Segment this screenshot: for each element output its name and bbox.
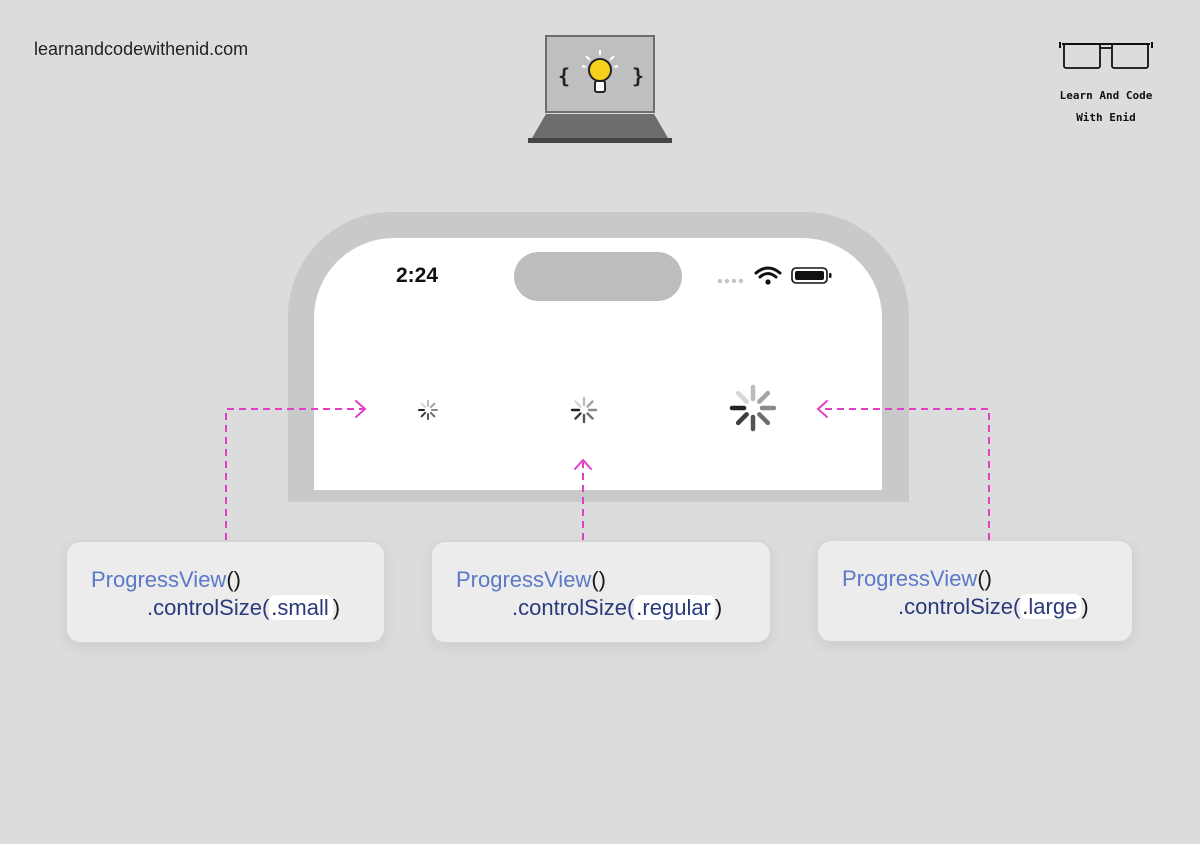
- code-method: .controlSize(: [898, 594, 1021, 619]
- code-dot: .: [636, 595, 643, 620]
- arrow-small: [225, 400, 367, 540]
- arrow-large: [816, 400, 990, 540]
- svg-text:{: {: [558, 64, 570, 88]
- code-card-large: ProgressView() .controlSize(.large): [817, 540, 1133, 642]
- code-parens: (): [977, 566, 992, 591]
- code-arg: small: [277, 595, 329, 620]
- wifi-icon: [754, 266, 782, 285]
- code-card-small: ProgressView() .controlSize(.small): [66, 541, 385, 643]
- code-dot: .: [1022, 594, 1029, 619]
- spinner-large: [727, 382, 779, 439]
- glasses-icon: [1059, 42, 1153, 69]
- code-call: ProgressView: [842, 566, 978, 591]
- brand-logo: Learn And Code With Enid: [1048, 36, 1164, 129]
- code-method: .controlSize(: [147, 595, 270, 620]
- code-parens: (): [226, 567, 241, 592]
- code-arg: regular: [642, 595, 711, 620]
- code-close: ): [714, 595, 723, 620]
- brand-line-1: Learn And Code: [1059, 89, 1153, 102]
- spinner-regular: [569, 395, 599, 430]
- spinner-small: [416, 398, 440, 427]
- dynamic-island: [514, 252, 682, 301]
- brand-line-2: With Enid: [1076, 111, 1136, 124]
- status-time: 2:24: [396, 264, 439, 287]
- laptop-icon: { }: [526, 34, 676, 151]
- code-call: ProgressView: [456, 567, 592, 592]
- code-close: ): [1081, 594, 1089, 619]
- status-bar-icons: [716, 264, 836, 293]
- signal-icon: [717, 278, 744, 284]
- phone-screen: 2:24: [314, 238, 882, 490]
- code-close: ): [332, 595, 341, 620]
- battery-icon: [791, 267, 832, 284]
- code-card-regular: ProgressView() .controlSize(.regular): [431, 541, 771, 643]
- code-parens: (): [591, 567, 606, 592]
- svg-text:}: }: [632, 64, 644, 88]
- lightbulb-icon: { }: [558, 50, 644, 93]
- code-dot: .: [271, 595, 278, 620]
- code-call: ProgressView: [91, 567, 227, 592]
- code-method: .controlSize(: [512, 595, 635, 620]
- code-arg: large: [1028, 594, 1078, 619]
- arrow-regular: [574, 458, 592, 540]
- site-url: learnandcodewithenid.com: [34, 39, 249, 59]
